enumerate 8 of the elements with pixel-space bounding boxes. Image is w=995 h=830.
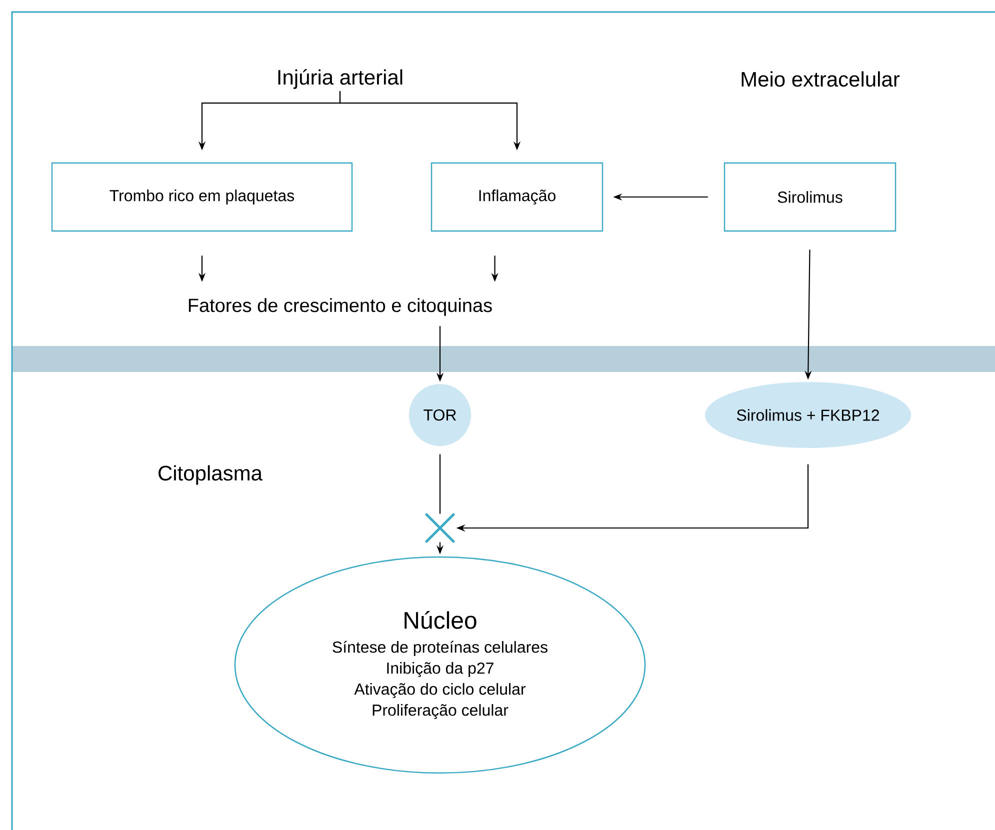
process-box: Sirolimus <box>724 162 896 232</box>
process-text: Fatores de crescimento e citoquinas <box>188 298 492 316</box>
region-label: Meio extracelular <box>742 71 900 87</box>
process-box: Trombo rico em plaquetas <box>51 162 353 232</box>
process-box: Inflamação <box>430 162 604 232</box>
inhibition-cross <box>424 512 456 544</box>
region-label: Citoplasma <box>158 465 262 485</box>
title-text: Injúria arterial <box>278 69 402 89</box>
